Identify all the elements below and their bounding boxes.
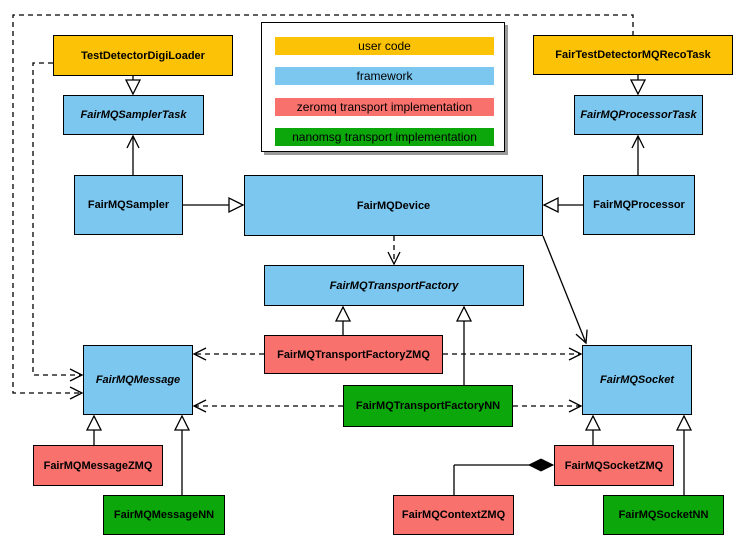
- node-fairtestdetectormqrecotask: FairTestDetectorMQRecoTask: [533, 35, 733, 75]
- node-fairmqmessage: FairMQMessage: [83, 345, 193, 415]
- node-fairmqsocketzmq: FairMQSocketZMQ: [554, 445, 674, 486]
- legend: user code framework zeromq transport imp…: [261, 22, 505, 152]
- node-fairmqmessagenn: FairMQMessageNN: [103, 495, 225, 535]
- node-fairmqsamplertask: FairMQSamplerTask: [63, 95, 204, 135]
- legend-item-nanomsg: nanomsg transport implementation: [275, 128, 494, 146]
- node-fairmqsampler: FairMQSampler: [74, 175, 183, 235]
- node-fairmqmessagezmq: FairMQMessageZMQ: [33, 445, 163, 486]
- node-fairmqsocketnn: FairMQSocketNN: [603, 495, 724, 535]
- node-testdetectordigiloader: TestDetectorDigiLoader: [53, 35, 233, 76]
- node-fairmqtransportfactoryzmq: FairMQTransportFactoryZMQ: [264, 335, 443, 374]
- node-fairmqtransportfactorynn: FairMQTransportFactoryNN: [343, 385, 513, 427]
- node-fairmqcontextzmq: FairMQContextZMQ: [393, 495, 514, 535]
- association-device-socket: [542, 235, 588, 345]
- node-fairmqtransportfactory: FairMQTransportFactory: [264, 265, 524, 306]
- node-fairmqdevice: FairMQDevice: [244, 175, 543, 236]
- node-fairmqsocket: FairMQSocket: [582, 345, 692, 415]
- legend-item-framework: framework: [275, 67, 494, 85]
- legend-item-user-code: user code: [275, 37, 494, 55]
- legend-item-zeromq: zeromq transport implementation: [275, 98, 494, 116]
- node-fairmqprocessor: FairMQProcessor: [583, 175, 695, 235]
- node-fairmqprocessortask: FairMQProcessorTask: [574, 95, 703, 135]
